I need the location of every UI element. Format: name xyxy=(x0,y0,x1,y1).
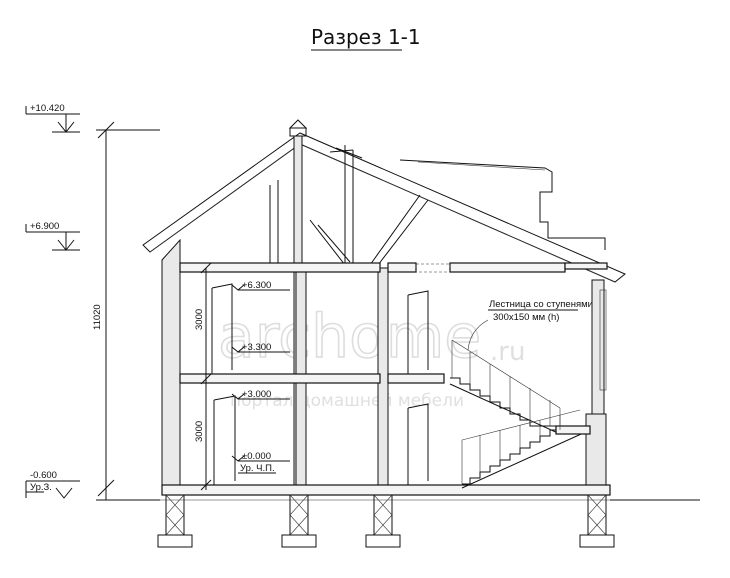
roof xyxy=(142,132,626,283)
watermark-tld: .ru xyxy=(490,337,525,367)
level-label-ground: -0.600 xyxy=(30,470,57,481)
inner-level-label-3300: +3.300 xyxy=(242,342,271,353)
floor-height-dimensions: 3000 3000 xyxy=(194,262,212,491)
foundations xyxy=(157,494,615,548)
inner-level-3300: +3.300 xyxy=(231,342,290,353)
inner-level-label-3000: +3.000 xyxy=(242,389,271,400)
total-height-dimension: 11020 xyxy=(92,121,160,500)
inner-level-0000: ±0.000 Ур. Ч.П. xyxy=(231,451,290,474)
foundation-2 xyxy=(281,494,317,548)
stair-note-line1: Лестница со ступенями xyxy=(489,299,593,310)
staircase xyxy=(449,339,591,489)
stair-note-line2: 300х150 мм (h) xyxy=(493,312,559,323)
level-label-6900: +6.900 xyxy=(30,221,59,232)
floor-slabs xyxy=(161,262,611,496)
inner-level-6300: +6.300 xyxy=(231,280,290,291)
level-label-10420: +10.420 xyxy=(30,103,65,114)
watermark-tagline: портал домашней мебели xyxy=(230,391,464,411)
inner-level-3000: +3.000 xyxy=(231,389,290,400)
doors xyxy=(211,283,429,485)
windows xyxy=(415,263,607,391)
inner-level-caption-0000: Ур. Ч.П. xyxy=(240,463,275,474)
floor1-height-label: 3000 xyxy=(194,421,205,442)
inner-level-label-6300: +6.300 xyxy=(242,280,271,291)
inner-level-label-0000: ±0.000 xyxy=(242,451,271,462)
level-mark-6900: +6.900 xyxy=(25,221,80,251)
level-mark-10420: +10.420 xyxy=(25,103,80,133)
watermark-brand: archome xyxy=(218,302,481,372)
foundation-4 xyxy=(579,494,615,548)
foundation-1 xyxy=(157,494,193,548)
stair-callout: Лестница со ступенями 300х150 мм (h) xyxy=(467,299,593,351)
total-height-label: 11020 xyxy=(92,304,103,330)
floor2-height-label: 3000 xyxy=(194,309,205,330)
level-mark-ground: -0.600 Ур.З. xyxy=(25,470,80,499)
ground-level-caption: Ур.З. xyxy=(30,482,52,493)
foundation-3 xyxy=(365,494,401,548)
drawing-title: Разрез 1-1 xyxy=(311,25,421,49)
